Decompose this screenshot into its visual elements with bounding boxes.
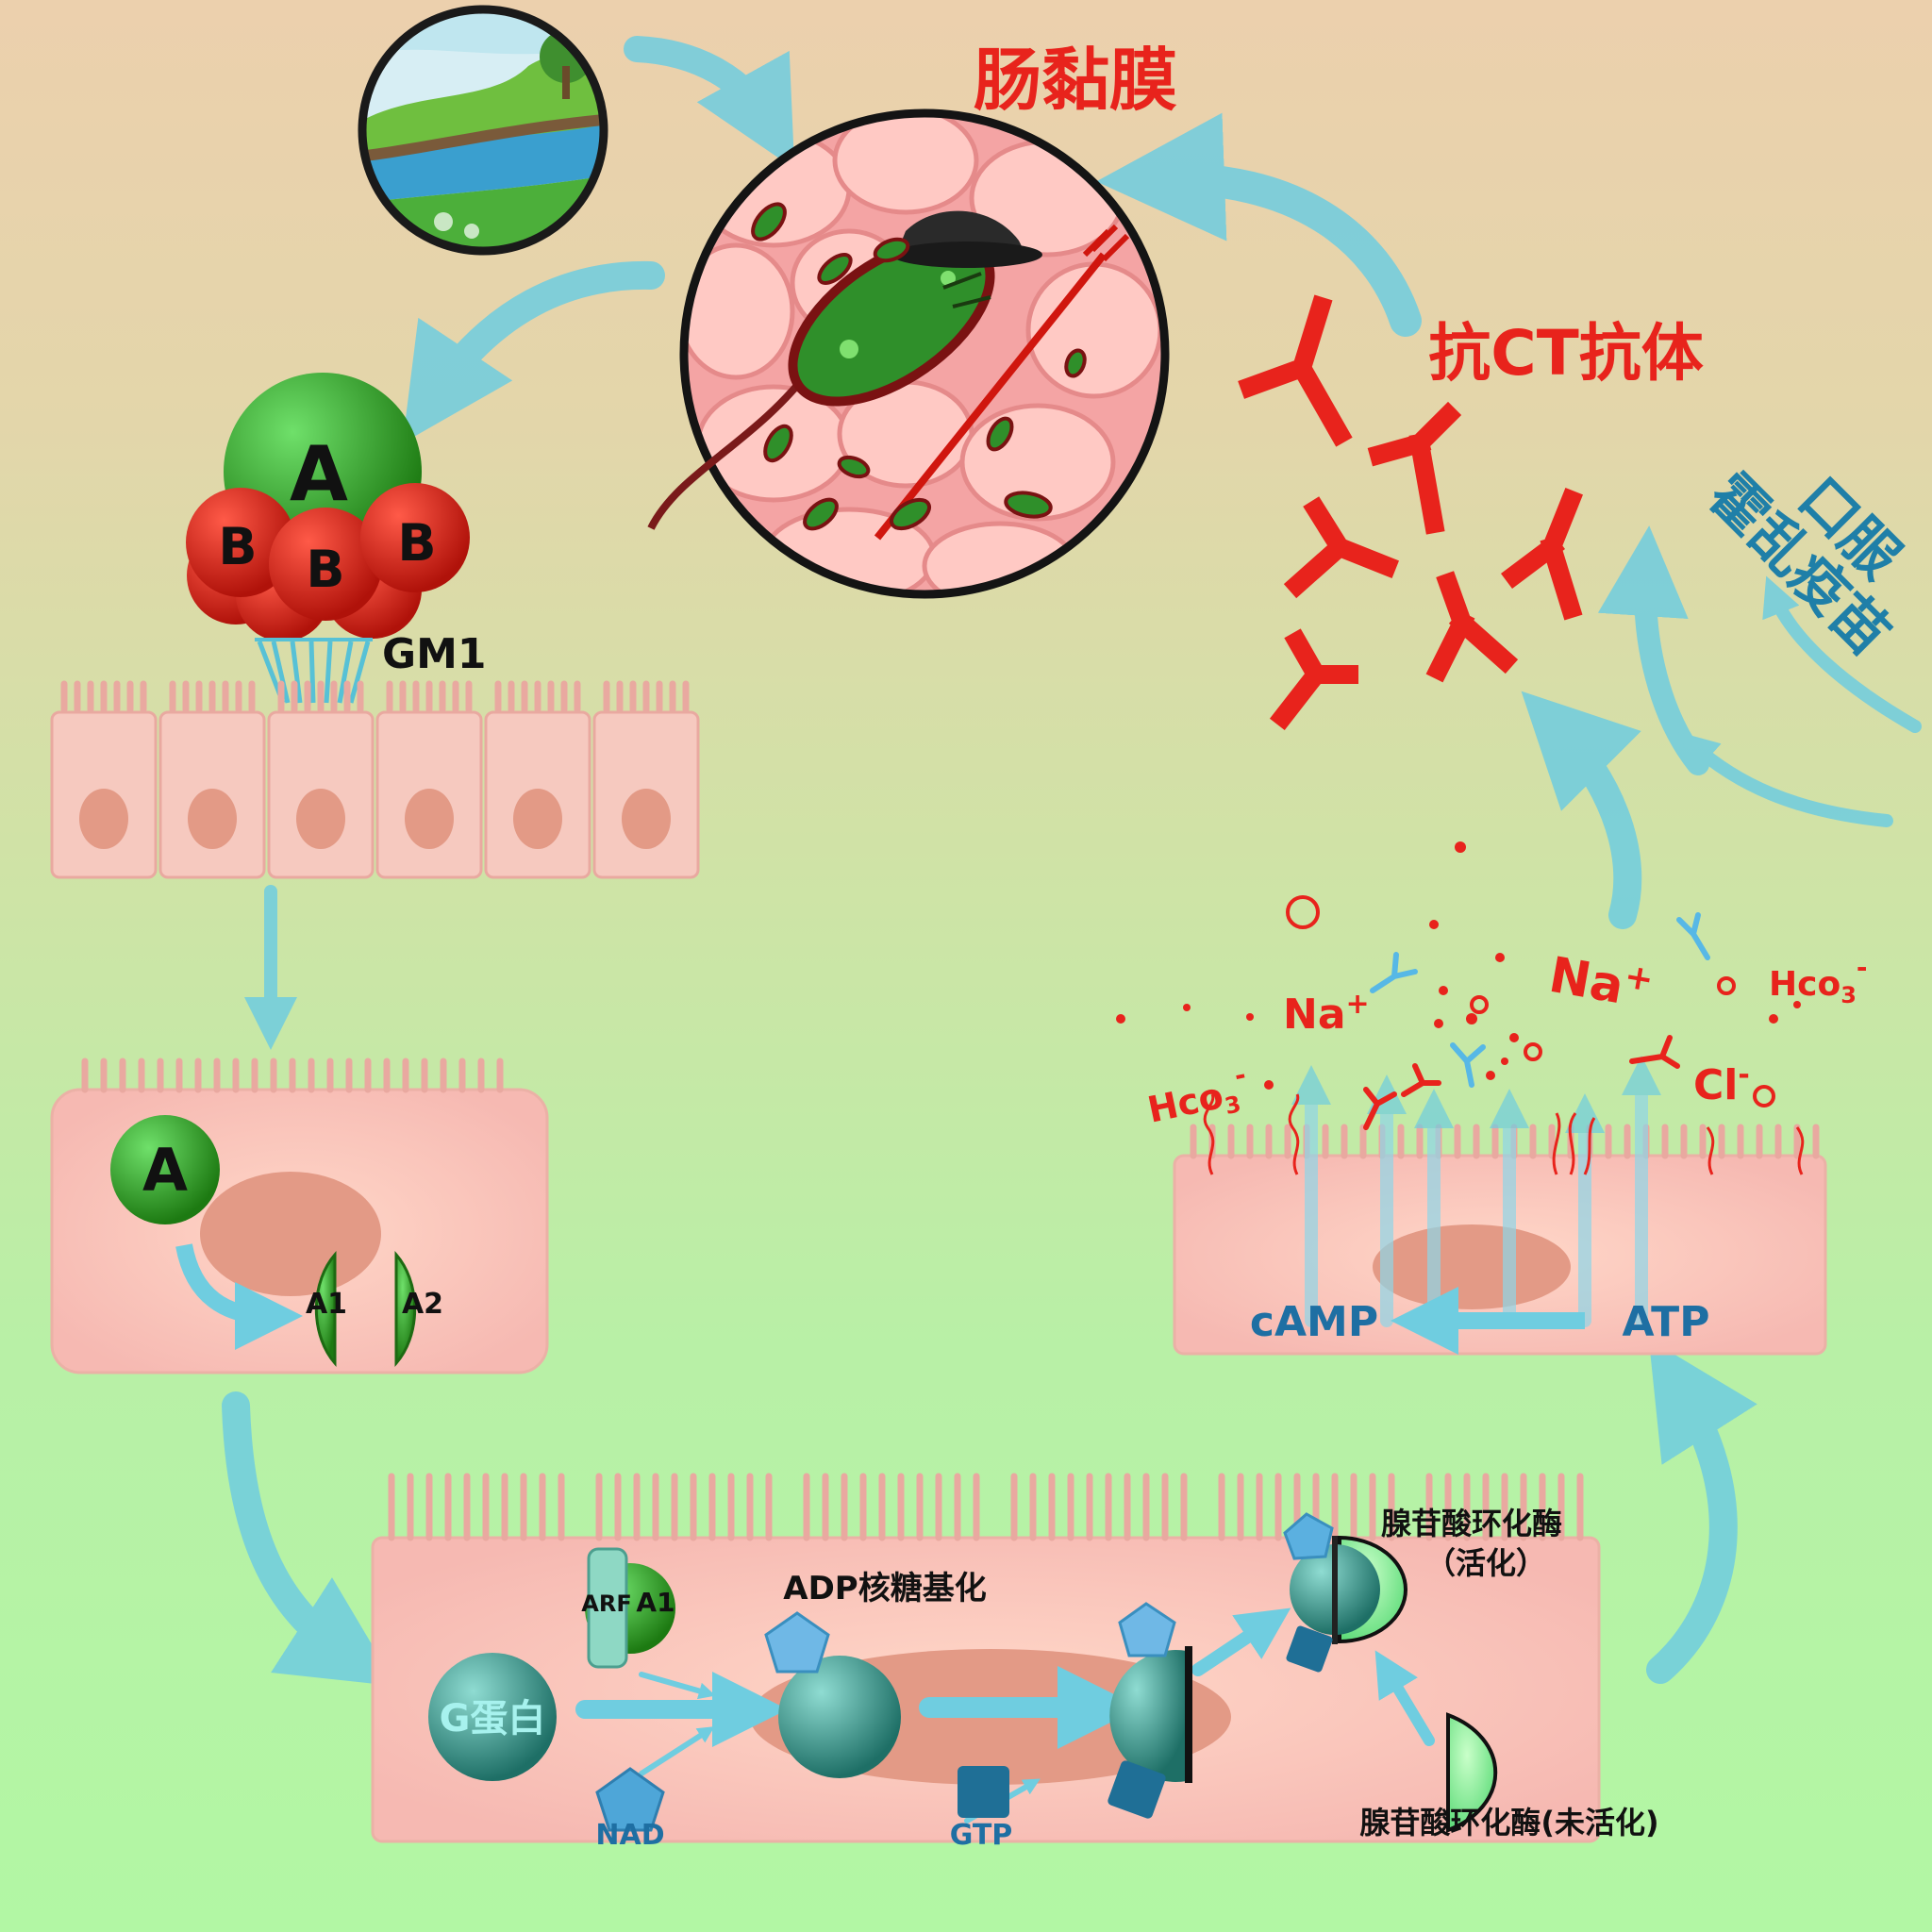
arrow-vaccine-3 bbox=[1762, 575, 1922, 733]
toxin-b-subunit bbox=[186, 488, 295, 597]
gtp-molecule bbox=[958, 1766, 1009, 1818]
epithelial-cells-row bbox=[50, 680, 700, 879]
arrow-antibody-to-mucosa bbox=[1096, 112, 1422, 337]
hco3-label-right: Hco3- bbox=[1769, 952, 1868, 1008]
mucosa-label: 肠黏膜 bbox=[974, 41, 1177, 120]
antibody-icon bbox=[1238, 294, 1583, 731]
arrow-to-bottom-cell bbox=[222, 1391, 397, 1687]
a1-label: A1 bbox=[306, 1288, 347, 1321]
arrow-river-to-mucosa bbox=[624, 36, 795, 169]
middle-a-label: A bbox=[142, 1136, 188, 1205]
gm1-label: GM1 bbox=[382, 630, 487, 678]
antibody-label: 抗CT抗体 bbox=[1428, 317, 1703, 390]
ac-active-label-2: （活化） bbox=[1425, 1545, 1546, 1581]
small-bacteria bbox=[751, 202, 1087, 531]
hco3-label-left: Hco3- bbox=[1141, 1058, 1254, 1135]
arf-protein bbox=[587, 1547, 628, 1669]
arrow-vaccine-2 bbox=[1678, 732, 1893, 827]
gtp-label: GTP bbox=[950, 1819, 1013, 1852]
arrow-mucosa-to-toxin bbox=[402, 260, 665, 443]
ac-active-label-1: 腺苷酸环化酶 bbox=[1381, 1506, 1562, 1541]
camp-label: cAMP bbox=[1250, 1298, 1378, 1346]
g-protein bbox=[428, 1653, 557, 1781]
cell-nucleus-icon bbox=[79, 789, 671, 849]
cl-label: Cl- bbox=[1693, 1058, 1750, 1109]
river-scene-icon bbox=[358, 5, 608, 256]
g-protein-label: G蛋白 bbox=[440, 1697, 546, 1740]
a2-label: A2 bbox=[402, 1288, 443, 1321]
vibrio-bacterium-icon bbox=[647, 210, 1130, 541]
mucosa-magnified bbox=[647, 108, 1170, 599]
cholera-toxin: A B B B bbox=[186, 373, 470, 641]
toxin-b-label-2: B bbox=[306, 540, 344, 599]
nad-molecule bbox=[595, 1767, 665, 1832]
arf-label: ARF bbox=[581, 1591, 631, 1617]
toxin-b-label-3: B bbox=[397, 513, 436, 573]
na-label-1: Na+ bbox=[1283, 988, 1370, 1039]
toxin-a-label: A bbox=[290, 430, 348, 518]
nad-label: NAD bbox=[595, 1819, 664, 1852]
arrow-up-to-secretion bbox=[1646, 1339, 1757, 1684]
secreted-ions: Na+ Na+ Hco3- Hco3- Cl- bbox=[1116, 841, 1868, 1135]
gm1-receptor bbox=[255, 638, 373, 704]
cell-secretion: cAMP ATP bbox=[1173, 1056, 1827, 1356]
arf-a1-label: A1 bbox=[636, 1587, 675, 1618]
toxin-b-label-1: B bbox=[218, 517, 257, 576]
adp-ribosylation-label: ADP核糖基化 bbox=[783, 1570, 986, 1607]
cell-g-protein-cascade: G蛋白 ARF A1 NAD ADP核糖基化 GTP bbox=[371, 1473, 1659, 1852]
oral-vaccine-label: 口服 霍乱疫苗 bbox=[1695, 461, 1912, 668]
na-label-2: Na+ bbox=[1545, 944, 1657, 1021]
ac-inactive-label: 腺苷酸环化酶(未活化) bbox=[1359, 1805, 1658, 1840]
arrow-secretion-to-antibody bbox=[1521, 691, 1642, 929]
atp-label: ATP bbox=[1623, 1298, 1710, 1346]
arrow-vaccine-1 bbox=[1597, 525, 1709, 775]
flow-arrows bbox=[222, 36, 1922, 1687]
cell-toxin-entry: A A1 A2 bbox=[50, 1058, 549, 1374]
